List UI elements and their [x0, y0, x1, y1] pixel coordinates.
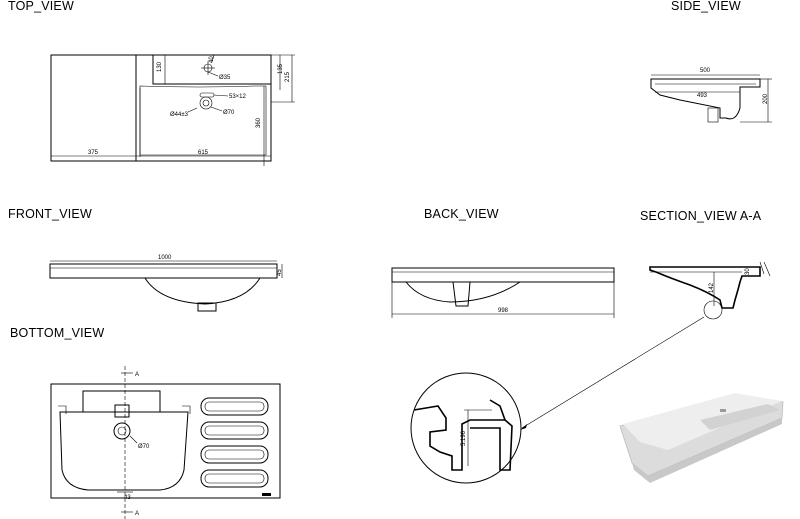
detail-view-drawing: 5.196 [410, 372, 522, 484]
section-view-drawing: 30 142 [649, 261, 771, 320]
dim-top-hole: Ø35 [219, 75, 231, 81]
dim-top-40: 40 [209, 56, 215, 63]
side-view-title: SIDE_VIEW [671, 0, 741, 13]
dim-back-998: 998 [498, 308, 509, 314]
front-view-drawing: 1000 45 [49, 255, 283, 312]
front-view-title: FRONT_VIEW [8, 207, 92, 221]
bottom-section-a-bottom: A [135, 511, 139, 517]
dim-top-slot: 53×12 [229, 94, 247, 100]
back-view-drawing: 998 [391, 267, 615, 318]
bottom-view-title: BOTTOM_VIEW [10, 326, 105, 340]
dim-side-493: 493 [697, 93, 708, 99]
product-render [619, 393, 784, 483]
dim-side-200: 200 [763, 93, 769, 104]
dim-top-215: 215 [285, 71, 291, 82]
dim-side-500: 500 [700, 68, 711, 74]
dim-section-142: 142 [709, 282, 715, 293]
dim-detail-5196: 5.196 [461, 430, 467, 446]
back-view-title: BACK_VIEW [424, 207, 499, 221]
bottom-section-a-top: A [135, 372, 139, 378]
section-view-title: SECTION_VIEW A-A [640, 209, 762, 223]
dim-top-130: 130 [157, 61, 163, 72]
dim-top-360: 360 [256, 117, 262, 128]
dim-top-drain1: Ø44±3 [170, 112, 189, 118]
top-view-title: TOP_VIEW [8, 0, 74, 13]
dim-front-1000: 1000 [158, 255, 172, 261]
top-view-drawing: 40 Ø35 53×12 Ø44±3 Ø70 130 375 615 360 1… [50, 54, 295, 166]
dim-bottom-43: 43 [124, 495, 131, 501]
dim-top-135: 135 [278, 63, 284, 74]
dim-top-375: 375 [88, 150, 99, 156]
dim-top-615: 615 [198, 150, 209, 156]
detail-leader-line [521, 316, 705, 429]
dim-section-30: 30 [745, 268, 751, 275]
dim-front-45: 45 [277, 269, 283, 276]
dim-top-drain2: Ø70 [223, 110, 235, 116]
bottom-view-drawing: A A Ø70 43 [50, 366, 281, 519]
dim-bottom-70: Ø70 [138, 444, 150, 450]
side-view-drawing: 500 493 200 [650, 68, 772, 123]
